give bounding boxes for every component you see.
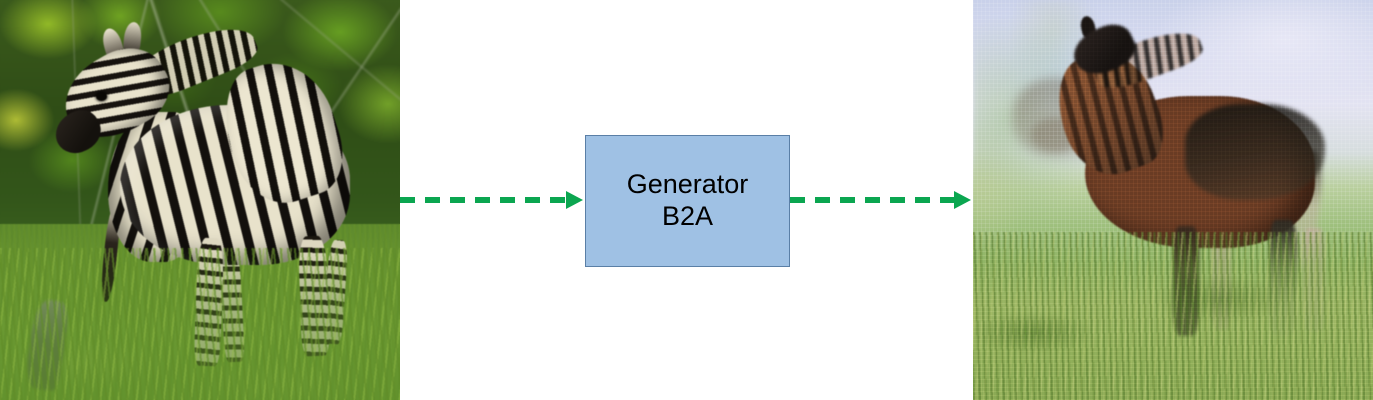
generator-label-line-1: Generator	[626, 169, 749, 200]
generator-label-line-2: B2A	[661, 201, 714, 231]
source-image-zebra	[0, 0, 400, 400]
output-arrow-head	[954, 191, 971, 209]
generated-image-horse	[973, 0, 1373, 400]
input-arrow	[400, 189, 585, 211]
generated-foreground-grass	[973, 232, 1373, 400]
generated-back-shadow	[1185, 104, 1325, 200]
output-arrow	[790, 189, 973, 211]
input-arrow-head	[566, 191, 583, 209]
generator-b2a-box[interactable]: Generator B2A	[585, 135, 790, 267]
photo-softening	[0, 0, 400, 400]
input-arrow-shaft	[400, 197, 568, 203]
output-arrow-shaft	[790, 197, 956, 203]
